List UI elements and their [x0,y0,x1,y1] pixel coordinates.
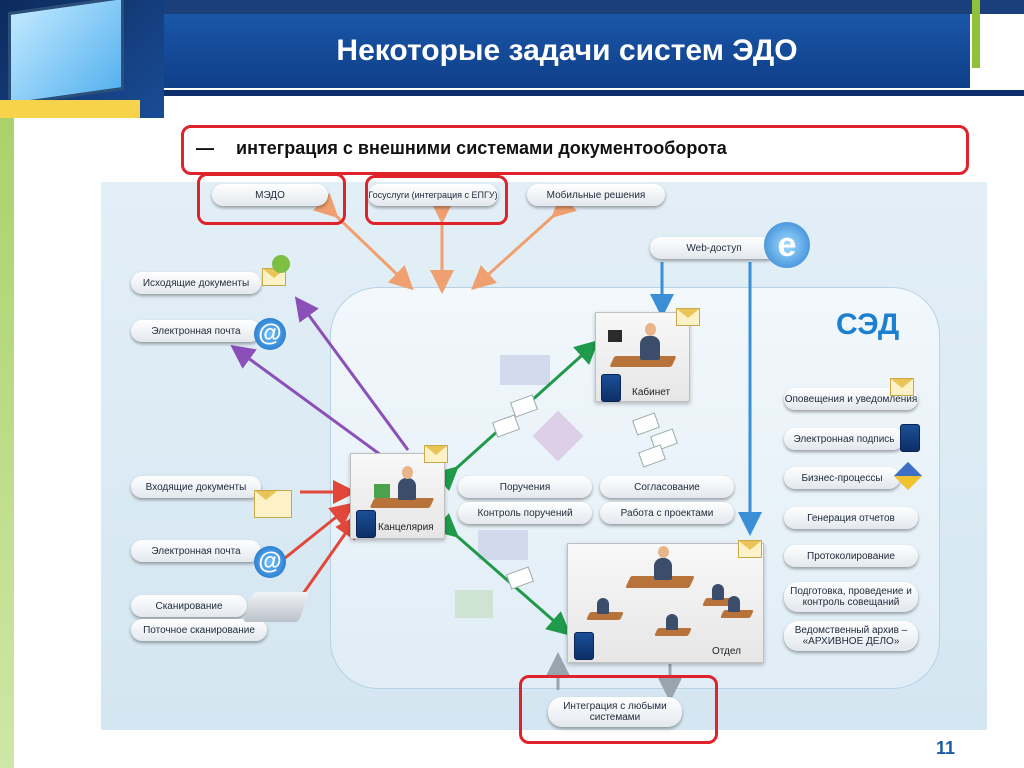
slide-title: Некоторые задачи систем ЭДО [336,34,798,67]
scanner-icon [242,592,310,622]
arrow-return-icon [272,255,290,273]
office-label: Кабинет [632,387,671,398]
tablet-icon [356,510,376,538]
person [640,336,660,360]
left-scanning: Сканирование [131,595,247,617]
person [597,598,609,614]
feature-protocol: Протоколирование [784,545,918,567]
person-head [645,323,656,336]
arrow-scanning [298,514,359,599]
left-decor-strip [0,118,14,768]
email-at-icon: @ [254,546,286,578]
envelope-icon [738,540,762,558]
bullet-text: интеграция с внешними системами документ… [236,138,727,158]
source-medo: МЭДО [212,184,328,206]
arrow-email-in [279,502,355,564]
task-control: Контроль поручений [458,502,592,524]
lamp-icon [608,330,622,342]
gosuslugi-highlight [365,175,508,225]
tablet-icon [574,632,594,660]
feature-meetings: Подготовка, проведение и контроль совеща… [784,582,918,612]
arrow-email-out [230,344,386,460]
arrow-outgoing [294,296,410,451]
email-at-icon: @ [254,318,286,350]
person [712,584,724,600]
person [728,596,740,612]
envelope-icon [890,378,914,396]
feature-archive: Ведомственный архив – «АРХИВНОЕ ДЕЛО» [784,621,918,651]
bullet-highlight-box [181,125,969,175]
feature-reports: Генерация отчетов [784,507,918,529]
internet-explorer-icon: e [764,222,810,268]
tablet-icon [601,374,621,402]
person-head [658,546,669,558]
medo-highlight [197,173,346,225]
source-gosuslugi: Госуслуги (интеграция с ЕПГУ) [368,184,498,206]
office-label: Канцелярия [378,522,434,533]
office-label: Отдел [712,646,741,657]
envelope-icon [676,308,700,326]
sed-title: СЭД [836,308,900,341]
person [398,478,416,500]
envelope-icon [424,445,448,463]
person [654,558,672,580]
left-outgoing-docs: Исходящие документы [131,272,261,294]
web-access-pill: Web-доступ [650,237,778,259]
task-projects: Работа с проектами [600,502,734,524]
arrow-mobile [471,193,577,291]
left-email-in: Электронная почта [131,540,261,562]
feature-e-signature: Электронная подпись [784,428,904,450]
header-band [164,14,970,88]
tablet-icon [900,424,920,452]
header-accent [972,0,980,68]
arrow-office-department [433,513,572,636]
feature-business-processes: Бизнес-процессы [784,467,900,489]
header-divider [164,90,1024,96]
person-head [402,466,413,479]
thumbnail-base [0,100,140,118]
task-approval: Согласование [600,476,734,498]
person [666,614,678,630]
left-incoming-docs: Входящие документы [131,476,261,498]
bullet-dash: — [196,138,214,158]
source-mobile: Мобильные решения [527,184,665,206]
folder-icon [374,484,390,498]
header-top-bar [164,0,1024,14]
page-number: 11 [936,738,956,758]
feature-notifications: Оповещения и уведомления [784,388,918,410]
integration-highlight [519,675,718,744]
task-instructions: Поручения [458,476,592,498]
integration-pill: Интеграция с любыми системами [548,697,682,727]
left-email-out: Электронная почта [131,320,261,342]
left-stream-scanning: Поточное сканирование [131,619,267,641]
envelope-icon [254,490,292,518]
